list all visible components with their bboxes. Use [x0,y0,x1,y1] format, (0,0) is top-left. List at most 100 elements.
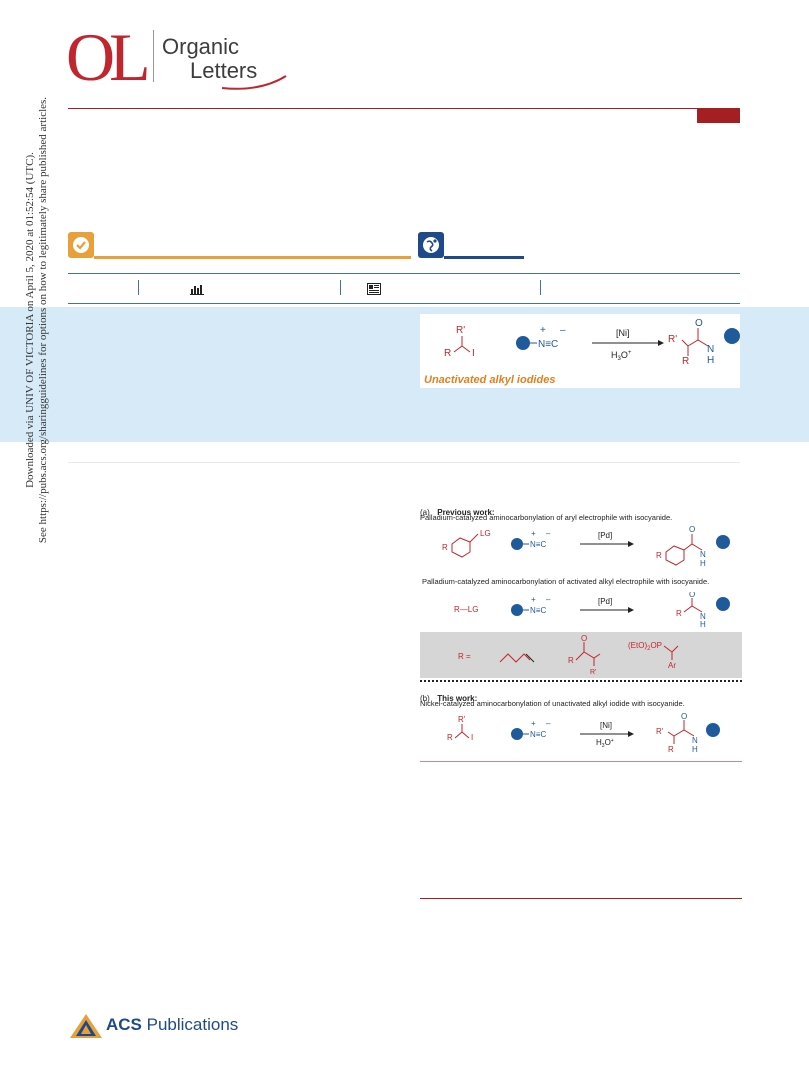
svg-text:R: R [447,733,453,742]
metrics-bottom-rule [68,303,740,304]
globe-icon [423,237,439,253]
svg-text:–: – [546,595,551,604]
svg-text:R: R [668,745,674,754]
free-access-bar [444,256,524,259]
svg-text:N≡C: N≡C [530,540,546,549]
scheme-b-label: (b) [420,694,430,703]
scheme-b-desc: Nickel-catalyzed aminocarbonylation of u… [420,699,685,708]
svg-text:I: I [471,733,473,742]
journal-name-line1: Organic [162,34,240,59]
svg-text:N≡C: N≡C [530,730,546,739]
scheme-a-title: Previous work: [437,508,495,517]
svg-text:N: N [700,550,706,559]
svg-text:[Pd]: [Pd] [598,531,612,540]
svg-text:–: – [546,529,551,538]
svg-text:R': R' [668,334,677,345]
svg-text:–: – [560,325,566,336]
svg-text:R: R [682,356,689,367]
svg-text:R': R' [590,669,596,676]
substrate-scope-panel: R = R O R' (EtO)2OP Ar [420,632,742,678]
newspaper-icon[interactable] [367,283,381,295]
svg-text:H3O+: H3O+ [596,738,614,749]
svg-text:LG: LG [480,529,491,538]
scheme-a-heading: (a) Previous work: [420,502,495,520]
scheme-caption-rule [420,761,742,762]
bar-chart-icon[interactable] [190,283,204,295]
svg-text:O: O [581,634,587,643]
svg-text:[Ni]: [Ni] [600,721,612,730]
download-notice-line1: Downloaded via UNIV OF VICTORIA on April… [24,152,36,488]
svg-text:R: R [444,348,451,359]
journal-logo: OL [66,22,153,86]
scheme-a-label: (a) [420,508,430,517]
svg-text:OL: OL [66,22,147,86]
phosphonate-label: (EtO)2OP [628,641,662,652]
svg-text:R': R' [656,727,664,736]
toc-reagent: H3O+ [611,350,632,362]
scheme-b-title: This work: [437,694,478,703]
svg-text:N: N [707,344,714,355]
scheme-a-row2: R—LG + –N≡C [Pd] R O N H [454,592,730,628]
metrics-separator [540,280,541,295]
svg-text:R—LG: R—LG [454,605,478,614]
svg-text:R =: R = [458,652,471,661]
scheme-divider [420,680,742,682]
svg-text:N: N [692,736,698,745]
svg-text:H: H [707,355,714,366]
svg-text:R: R [568,656,574,665]
scheme-a-desc1: Palladium-catalyzed aminocarbonylation o… [420,513,673,522]
svg-text:R': R' [458,715,466,724]
svg-text:H: H [700,620,706,628]
footnote-rule [420,898,742,899]
section-rule [68,462,740,463]
free-access-badge[interactable] [418,232,444,258]
publisher-brand-rest: Publications [141,1015,239,1034]
check-icon [73,237,89,253]
logo-swoosh [221,75,287,90]
toc-scheme: R' R I +– N≡C [Ni] H3O+ R' R O N H [444,318,740,367]
substrate-structures: R = R O R' (EtO)2OP Ar [458,634,679,676]
svg-text:+: + [540,325,546,336]
svg-text:O: O [681,712,687,721]
svg-text:H: H [700,559,706,568]
download-notice-line2: See https://pubs.acs.org/sharingguidelin… [37,96,49,544]
svg-text:O: O [695,318,703,329]
publisher-brand[interactable]: ACS Publications [106,1015,238,1035]
toc-r-prime: R' [456,325,465,336]
toc-caption: Unactivated alkyl iodides [424,374,556,386]
svg-text:[Pd]: [Pd] [598,597,612,606]
acs-logo-icon [70,1014,102,1038]
toc-graphic: R' R I +– N≡C [Ni] H3O+ R' R O N H [420,314,740,388]
svg-text:+: + [531,595,536,604]
open-access-badge[interactable] [68,232,94,258]
svg-text:R: R [676,609,682,618]
svg-text:O: O [689,525,695,534]
svg-text:I: I [472,348,475,359]
svg-text:H: H [692,745,698,754]
scheme-b-heading: (b) This work: [420,688,477,706]
scheme-a-desc2: Palladium-catalyzed aminocarbonylation o… [422,577,710,586]
header-rule [68,108,740,109]
svg-text:R: R [442,543,448,552]
svg-text:–: – [546,719,551,728]
journal-name-line2: Letters [190,58,258,83]
svg-text:+: + [531,529,536,538]
svg-text:Ar: Ar [668,661,676,670]
journal-name: Organic Letters [162,36,257,82]
toc-catalyst: [Ni] [616,328,630,338]
svg-text:N≡C: N≡C [530,606,546,615]
open-access-bar [94,256,411,259]
metrics-separator [138,280,139,295]
svg-text:N: N [700,612,706,621]
logo-divider [153,30,154,82]
svg-text:+: + [531,719,536,728]
publisher-brand-bold: ACS [106,1015,142,1034]
scheme-a-row1: R LG + –N≡C [Pd] R O N H [442,525,730,568]
svg-text:O: O [689,592,695,599]
metrics-separator [340,280,341,295]
svg-text:R: R [656,551,662,560]
header-tab [697,109,740,123]
metrics-top-rule [68,273,740,274]
download-notice: Downloaded via UNIV OF VICTORIA on April… [24,0,50,710]
scheme-b-row: R' R I + –N≡C [Ni] H3O+ R' R O N H [447,712,720,754]
